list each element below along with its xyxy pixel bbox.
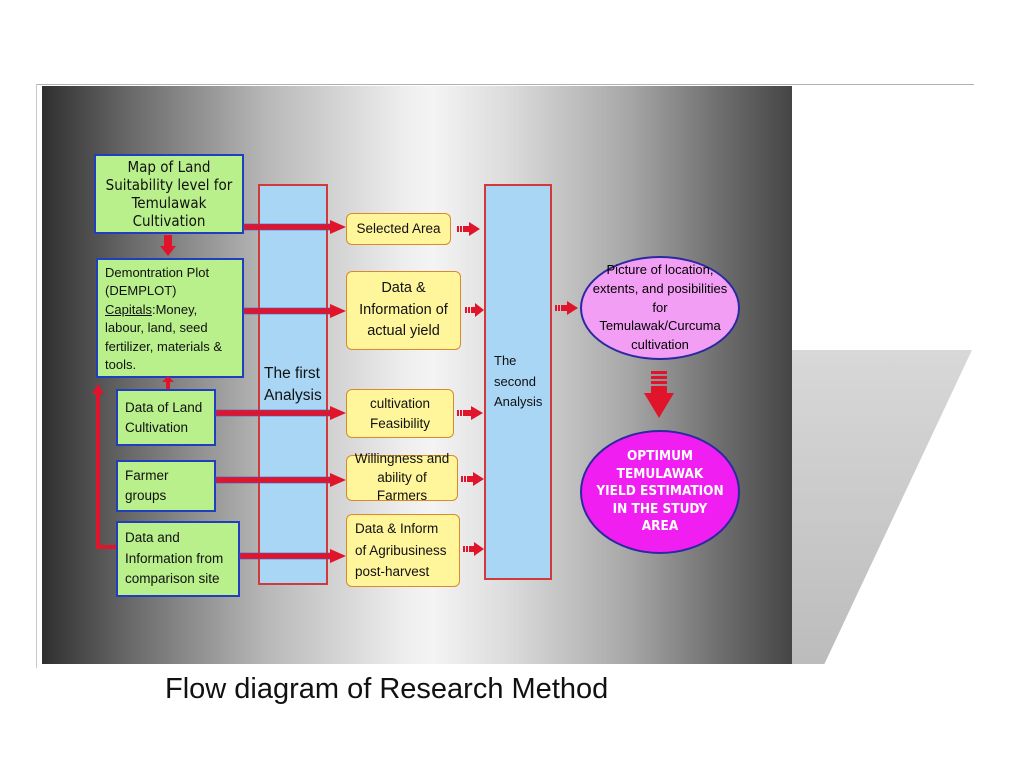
agribusiness-text: Data & Inform of Agribusiness post-harve… [355, 521, 447, 580]
willingness-text: Willingness and ability of Farmers [354, 450, 450, 504]
arrow-map-to-demplot [160, 235, 176, 256]
arrow-to-agribusiness [239, 549, 346, 563]
map-land-suitability-text: Map of Land Suitability level for Temula… [105, 158, 233, 230]
slide-left-rule [36, 84, 37, 668]
picture-ellipse: Picture of location, extents, and posibi… [580, 256, 740, 360]
willingness-box: Willingness and ability of Farmers [346, 451, 458, 503]
arrow-to-selected-area [243, 220, 346, 234]
comparison-site-text: Data and Information from comparison sit… [125, 529, 224, 587]
second-analysis-column: The second Analysis [484, 184, 552, 580]
arrow-to-cultivation-feasibility [215, 406, 346, 420]
small-arrow-actual-yield [465, 303, 484, 317]
farmer-groups-box: Farmer groups [116, 460, 216, 512]
small-arrow-willingness [461, 472, 484, 486]
diagram-caption: Flow diagram of Research Method [165, 673, 609, 705]
selected-area-box: Selected Area [346, 213, 451, 245]
first-analysis-column: The first Analysis [258, 184, 328, 585]
demplot-capitals-list: :Money, labour, land, seed fertilizer, m… [105, 301, 223, 373]
map-land-suitability-box: Map of Land Suitability level for Temula… [94, 154, 244, 234]
cultivation-feasibility-box: cultivation Feasibility [346, 389, 454, 438]
farmer-groups-text: Farmer groups [125, 468, 169, 503]
arrow-second-to-picture [555, 301, 578, 315]
land-cultivation-box: Data of Land Cultivation [116, 389, 216, 446]
arrow-to-willingness [215, 473, 346, 487]
arrow-to-actual-yield [243, 304, 346, 318]
selected-area-text: Selected Area [356, 221, 441, 237]
demplot-text: Demontration Plot (DEMPLOT) Capitals:Mon… [105, 264, 235, 375]
small-arrow-cultivation-feasibility [457, 406, 483, 420]
arrow-land-to-demplot [162, 376, 174, 389]
slide-top-rule [36, 84, 974, 85]
optimum-text: OPTIMUM TEMULAWAK YIELD ESTIMATION IN TH… [596, 448, 724, 535]
first-analysis-label: The first Analysis [264, 364, 322, 404]
comparison-site-box: Data and Information from comparison sit… [116, 521, 240, 597]
second-analysis-label: The second Analysis [494, 352, 543, 410]
actual-yield-box: Data & Information of actual yield [346, 271, 461, 350]
demplot-abbrev: (DEMPLOT) [105, 283, 177, 299]
arrow-comparison-loop [92, 384, 116, 549]
demplot-capitals-label: Capitals [105, 301, 152, 317]
actual-yield-text: Data & Information of actual yield [359, 279, 448, 340]
optimum-ellipse: OPTIMUM TEMULAWAK YIELD ESTIMATION IN TH… [580, 430, 740, 554]
picture-text: Picture of location, extents, and posibi… [592, 261, 728, 353]
small-arrow-selected-area [457, 222, 480, 236]
agribusiness-box: Data & Inform of Agribusiness post-harve… [346, 514, 460, 587]
land-cultivation-text: Data of Land Cultivation [125, 399, 203, 435]
arrow-picture-to-optimum [644, 371, 674, 418]
demplot-title: Demontration Plot [105, 265, 210, 280]
demplot-box: Demontration Plot (DEMPLOT) Capitals:Mon… [96, 258, 244, 378]
cultivation-feasibility-text: cultivation Feasibility [369, 395, 431, 431]
small-arrow-agribusiness [463, 542, 484, 556]
